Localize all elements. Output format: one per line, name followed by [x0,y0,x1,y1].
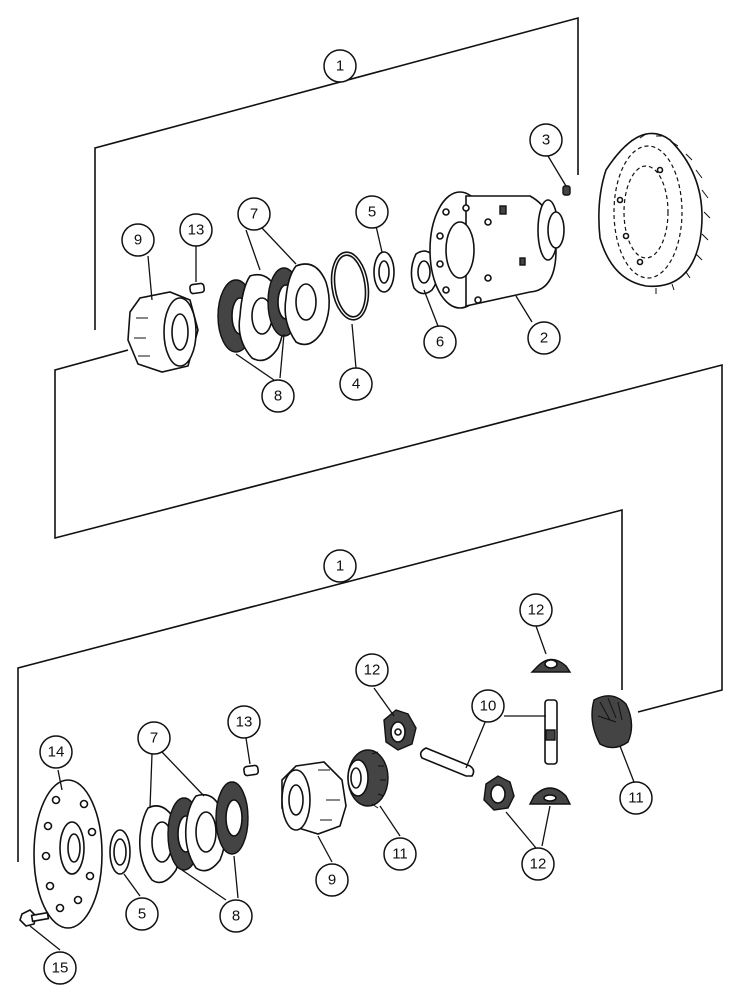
svg-text:7: 7 [250,206,258,223]
side-gear-part-right [591,695,633,749]
o-ring-part [330,251,370,321]
callout-1-top: 1 [323,49,357,83]
callout-8-top: 8 [261,379,295,413]
svg-text:13: 13 [188,222,205,239]
callout-1-bottom: 1 [323,549,357,583]
svg-text:6: 6 [436,334,444,351]
callout-2: 2 [527,321,561,355]
callout-9-top: 9 [121,223,155,257]
svg-text:5: 5 [368,204,376,221]
svg-text:7: 7 [150,730,158,747]
svg-text:5: 5 [138,906,146,923]
callout-13-bottom: 13 [227,705,261,739]
callout-5-top: 5 [355,195,389,229]
washer-part-bottom [109,829,131,875]
svg-text:10: 10 [480,698,497,715]
side-gear-part-left [347,749,389,809]
pinion-gear-part-b [530,658,572,673]
svg-text:11: 11 [392,846,408,863]
svg-text:15: 15 [52,960,69,977]
svg-text:12: 12 [364,662,381,679]
svg-text:1: 1 [336,558,344,575]
callout-12-b: 12 [355,653,389,687]
svg-text:11: 11 [628,790,644,807]
callout-9-bottom: 9 [315,863,349,897]
svg-text:8: 8 [232,908,240,925]
cover-plate-part [33,779,103,929]
leader-lines [29,155,635,951]
callout-10: 10 [471,689,505,723]
svg-text:12: 12 [528,602,545,619]
svg-text:2: 2 [540,330,548,347]
clutch-disc-stack-top [217,263,330,362]
callout-7-bottom: 7 [137,721,171,755]
svg-text:9: 9 [134,232,142,249]
bolt-part [19,909,50,927]
cross-shaft-part [419,699,558,777]
differential-case-part [429,191,565,309]
callout-15: 15 [43,951,77,985]
pin-part-top [189,282,206,295]
callout-4: 4 [339,367,373,401]
housing-cup-part-bottom [281,761,347,835]
svg-text:4: 4 [352,376,360,393]
callout-8-bottom: 8 [219,899,253,933]
callout-11-left: 11 [383,837,417,871]
washer-part-top [373,251,395,293]
callout-11-right: 11 [619,781,653,815]
svg-text:8: 8 [274,388,282,405]
clutch-disc-stack-bottom [138,781,249,884]
svg-text:3: 3 [542,132,550,149]
svg-text:1: 1 [336,58,344,75]
ring-gear-outline [598,132,711,294]
svg-text:13: 13 [236,714,253,731]
assembly-bracket-connector [54,349,723,713]
pinion-gear-part-a [383,709,417,751]
pinion-gear-part-d [483,775,515,811]
assembly-bracket-bottom [17,508,623,862]
callout-6: 6 [423,325,457,359]
callout-12-a: 12 [519,593,553,627]
pinion-gear-part-c [528,787,572,805]
callout-12-c: 12 [521,847,555,881]
pin-part-bottom [243,764,260,777]
svg-text:12: 12 [530,856,547,873]
callout-7-top: 7 [237,197,271,231]
svg-text:14: 14 [48,744,65,761]
assembly-bracket-top [94,16,579,330]
housing-cup-part-top [127,291,199,373]
callout-3: 3 [529,123,563,157]
callout-5-bottom: 5 [125,897,159,931]
callout-13-top: 13 [179,213,213,247]
plug-part [562,185,571,196]
svg-text:9: 9 [328,872,336,889]
callout-14: 14 [39,735,73,769]
